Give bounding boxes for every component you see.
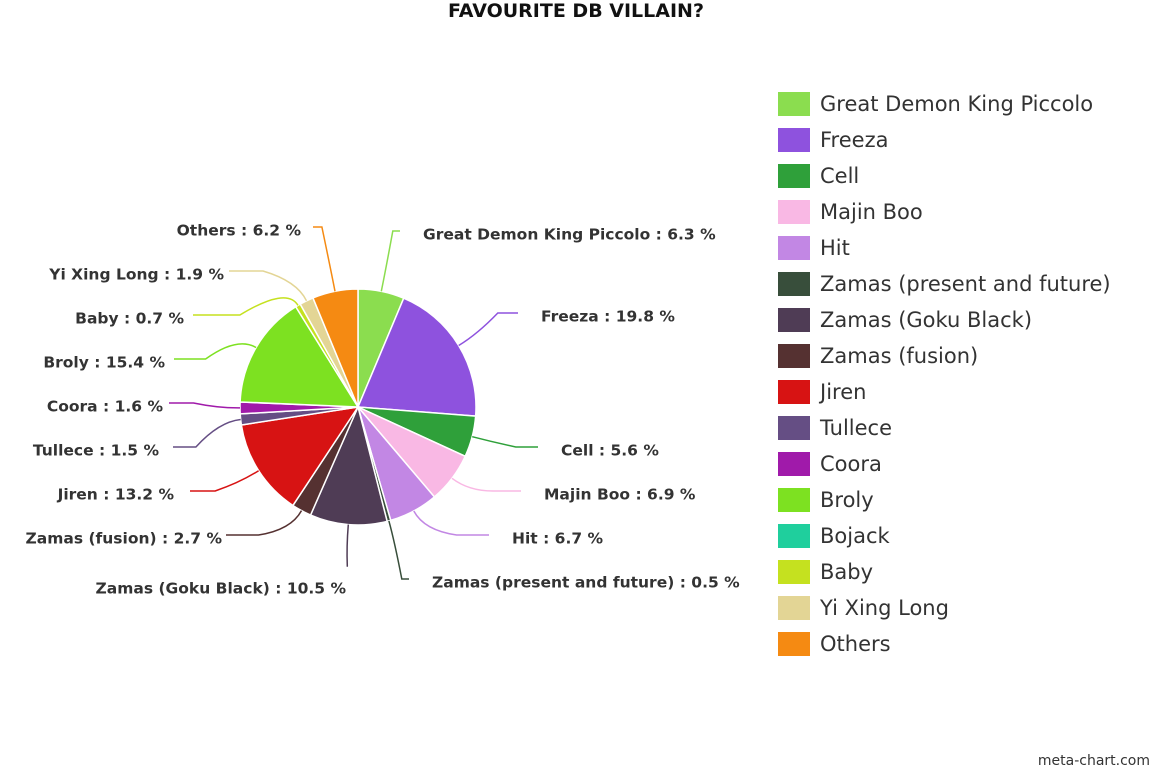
leader-line-broly [174,343,257,360]
legend-item-zamas-fusion: Zamas (fusion) [778,344,978,368]
slice-label-yi-xing-long: Yi Xing Long : 1.9 % [48,266,224,284]
pie-slice-broly [239,305,360,408]
legend-item-bojack: Bojack [778,524,891,548]
legend-label-baby: Baby [820,560,873,584]
legend-swatch-majin-boo [778,200,810,224]
legend-item-majin-boo: Majin Boo [778,200,923,224]
legend-label-freeza: Freeza [820,128,888,152]
legend-swatch-yi-xing-long [778,596,810,620]
slice-label-great-demon-king-piccolo: Great Demon King Piccolo : 6.3 % [423,226,716,244]
legend-swatch-tullece [778,416,810,440]
slice-labels: Great Demon King Piccolo : 6.3 % Freeza :… [26,222,741,598]
legend-swatch-coora [778,452,810,476]
legend-item-zamas-present-and-future: Zamas (present and future) [778,272,1111,296]
legend-swatch-zamas-goku-black [778,308,810,332]
legend-label-zamas-present-and-future: Zamas (present and future) [820,272,1111,296]
leader-line-others [313,226,336,292]
chart-title: FAVOURITE DB VILLAIN? [448,0,704,22]
leader-line-tullece [173,418,241,448]
legend-label-tullece: Tullece [819,416,892,440]
legend-item-cell: Cell [778,164,859,188]
slice-label-others: Others : 6.2 % [177,222,302,240]
legend-swatch-bojack [778,524,810,548]
legend-swatch-zamas-fusion [778,344,810,368]
legend-swatch-cell [778,164,810,188]
legend-label-majin-boo: Majin Boo [820,200,923,224]
legend-label-yi-xing-long: Yi Xing Long [819,596,949,620]
legend-swatch-freeza [778,128,810,152]
legend: Great Demon King PiccoloFreezaCellMajin … [778,92,1111,656]
pie-slice-freeza [356,297,477,417]
leader-line-zamas-goku-black [346,524,350,567]
legend-item-tullece: Tullece [778,416,892,440]
leader-line-baby [193,297,299,316]
slice-label-tullece: Tullece : 1.5 % [33,442,160,460]
slice-label-baby: Baby : 0.7 % [75,310,184,328]
credit-text: meta-chart.com [1038,753,1150,769]
legend-item-freeza: Freeza [778,128,888,152]
leader-line-jiren [190,470,260,492]
legend-swatch-broly [778,488,810,512]
slice-label-majin-boo: Majin Boo : 6.9 % [544,486,696,504]
legend-swatch-others [778,632,810,656]
legend-label-hit: Hit [820,236,850,260]
slice-label-zamas-goku-black: Zamas (Goku Black) : 10.5 % [96,580,347,598]
slice-label-broly: Broly : 15.4 % [43,354,165,372]
slice-label-freeza: Freeza : 19.8 % [541,308,675,326]
legend-label-zamas-goku-black: Zamas (Goku Black) [820,308,1032,332]
legend-label-cell: Cell [820,164,859,188]
legend-swatch-jiren [778,380,810,404]
legend-label-zamas-fusion: Zamas (fusion) [820,344,978,368]
slice-label-zamas-present-and-future: Zamas (present and future) : 0.5 % [432,574,740,592]
legend-item-hit: Hit [778,236,850,260]
legend-item-coora: Coora [778,452,882,476]
legend-item-zamas-goku-black: Zamas (Goku Black) [778,308,1032,332]
legend-label-great-demon-king-piccolo: Great Demon King Piccolo [820,92,1093,116]
leader-line-coora [169,402,241,409]
legend-item-broly: Broly [778,488,874,512]
leader-line-majin-boo [451,477,521,492]
legend-item-yi-xing-long: Yi Xing Long [778,596,949,620]
leader-line-hit [413,510,489,536]
legend-swatch-baby [778,560,810,584]
leader-line-great-demon-king-piccolo [380,230,400,292]
legend-swatch-great-demon-king-piccolo [778,92,810,116]
slice-label-cell: Cell : 5.6 % [561,442,659,460]
leader-line-zamas-present-and-future [388,520,409,580]
leader-line-cell [472,435,538,448]
legend-item-others: Others [778,632,891,656]
legend-item-baby: Baby [778,560,873,584]
slice-label-hit: Hit : 6.7 % [512,530,604,548]
legend-item-great-demon-king-piccolo: Great Demon King Piccolo [778,92,1093,116]
legend-label-bojack: Bojack [820,524,891,548]
legend-label-broly: Broly [820,488,874,512]
legend-swatch-zamas-present-and-future [778,272,810,296]
legend-label-others: Others [820,632,891,656]
slice-leader-lines [169,226,538,580]
slice-label-zamas-fusion: Zamas (fusion) : 2.7 % [26,530,223,548]
legend-swatch-hit [778,236,810,260]
pie-slice-jiren [240,406,360,507]
leader-line-zamas-fusion [226,510,303,536]
legend-label-jiren: Jiren [818,380,866,404]
slice-label-coora: Coora : 1.6 % [47,398,164,416]
legend-item-jiren: Jiren [778,380,866,404]
leader-line-yi-xing-long [229,270,308,302]
pie-slice-zamas-goku-black [309,404,389,526]
leader-line-freeza [458,312,518,347]
pie-slices [239,288,477,526]
slice-label-jiren: Jiren : 13.2 % [57,486,175,504]
legend-label-coora: Coora [820,452,882,476]
